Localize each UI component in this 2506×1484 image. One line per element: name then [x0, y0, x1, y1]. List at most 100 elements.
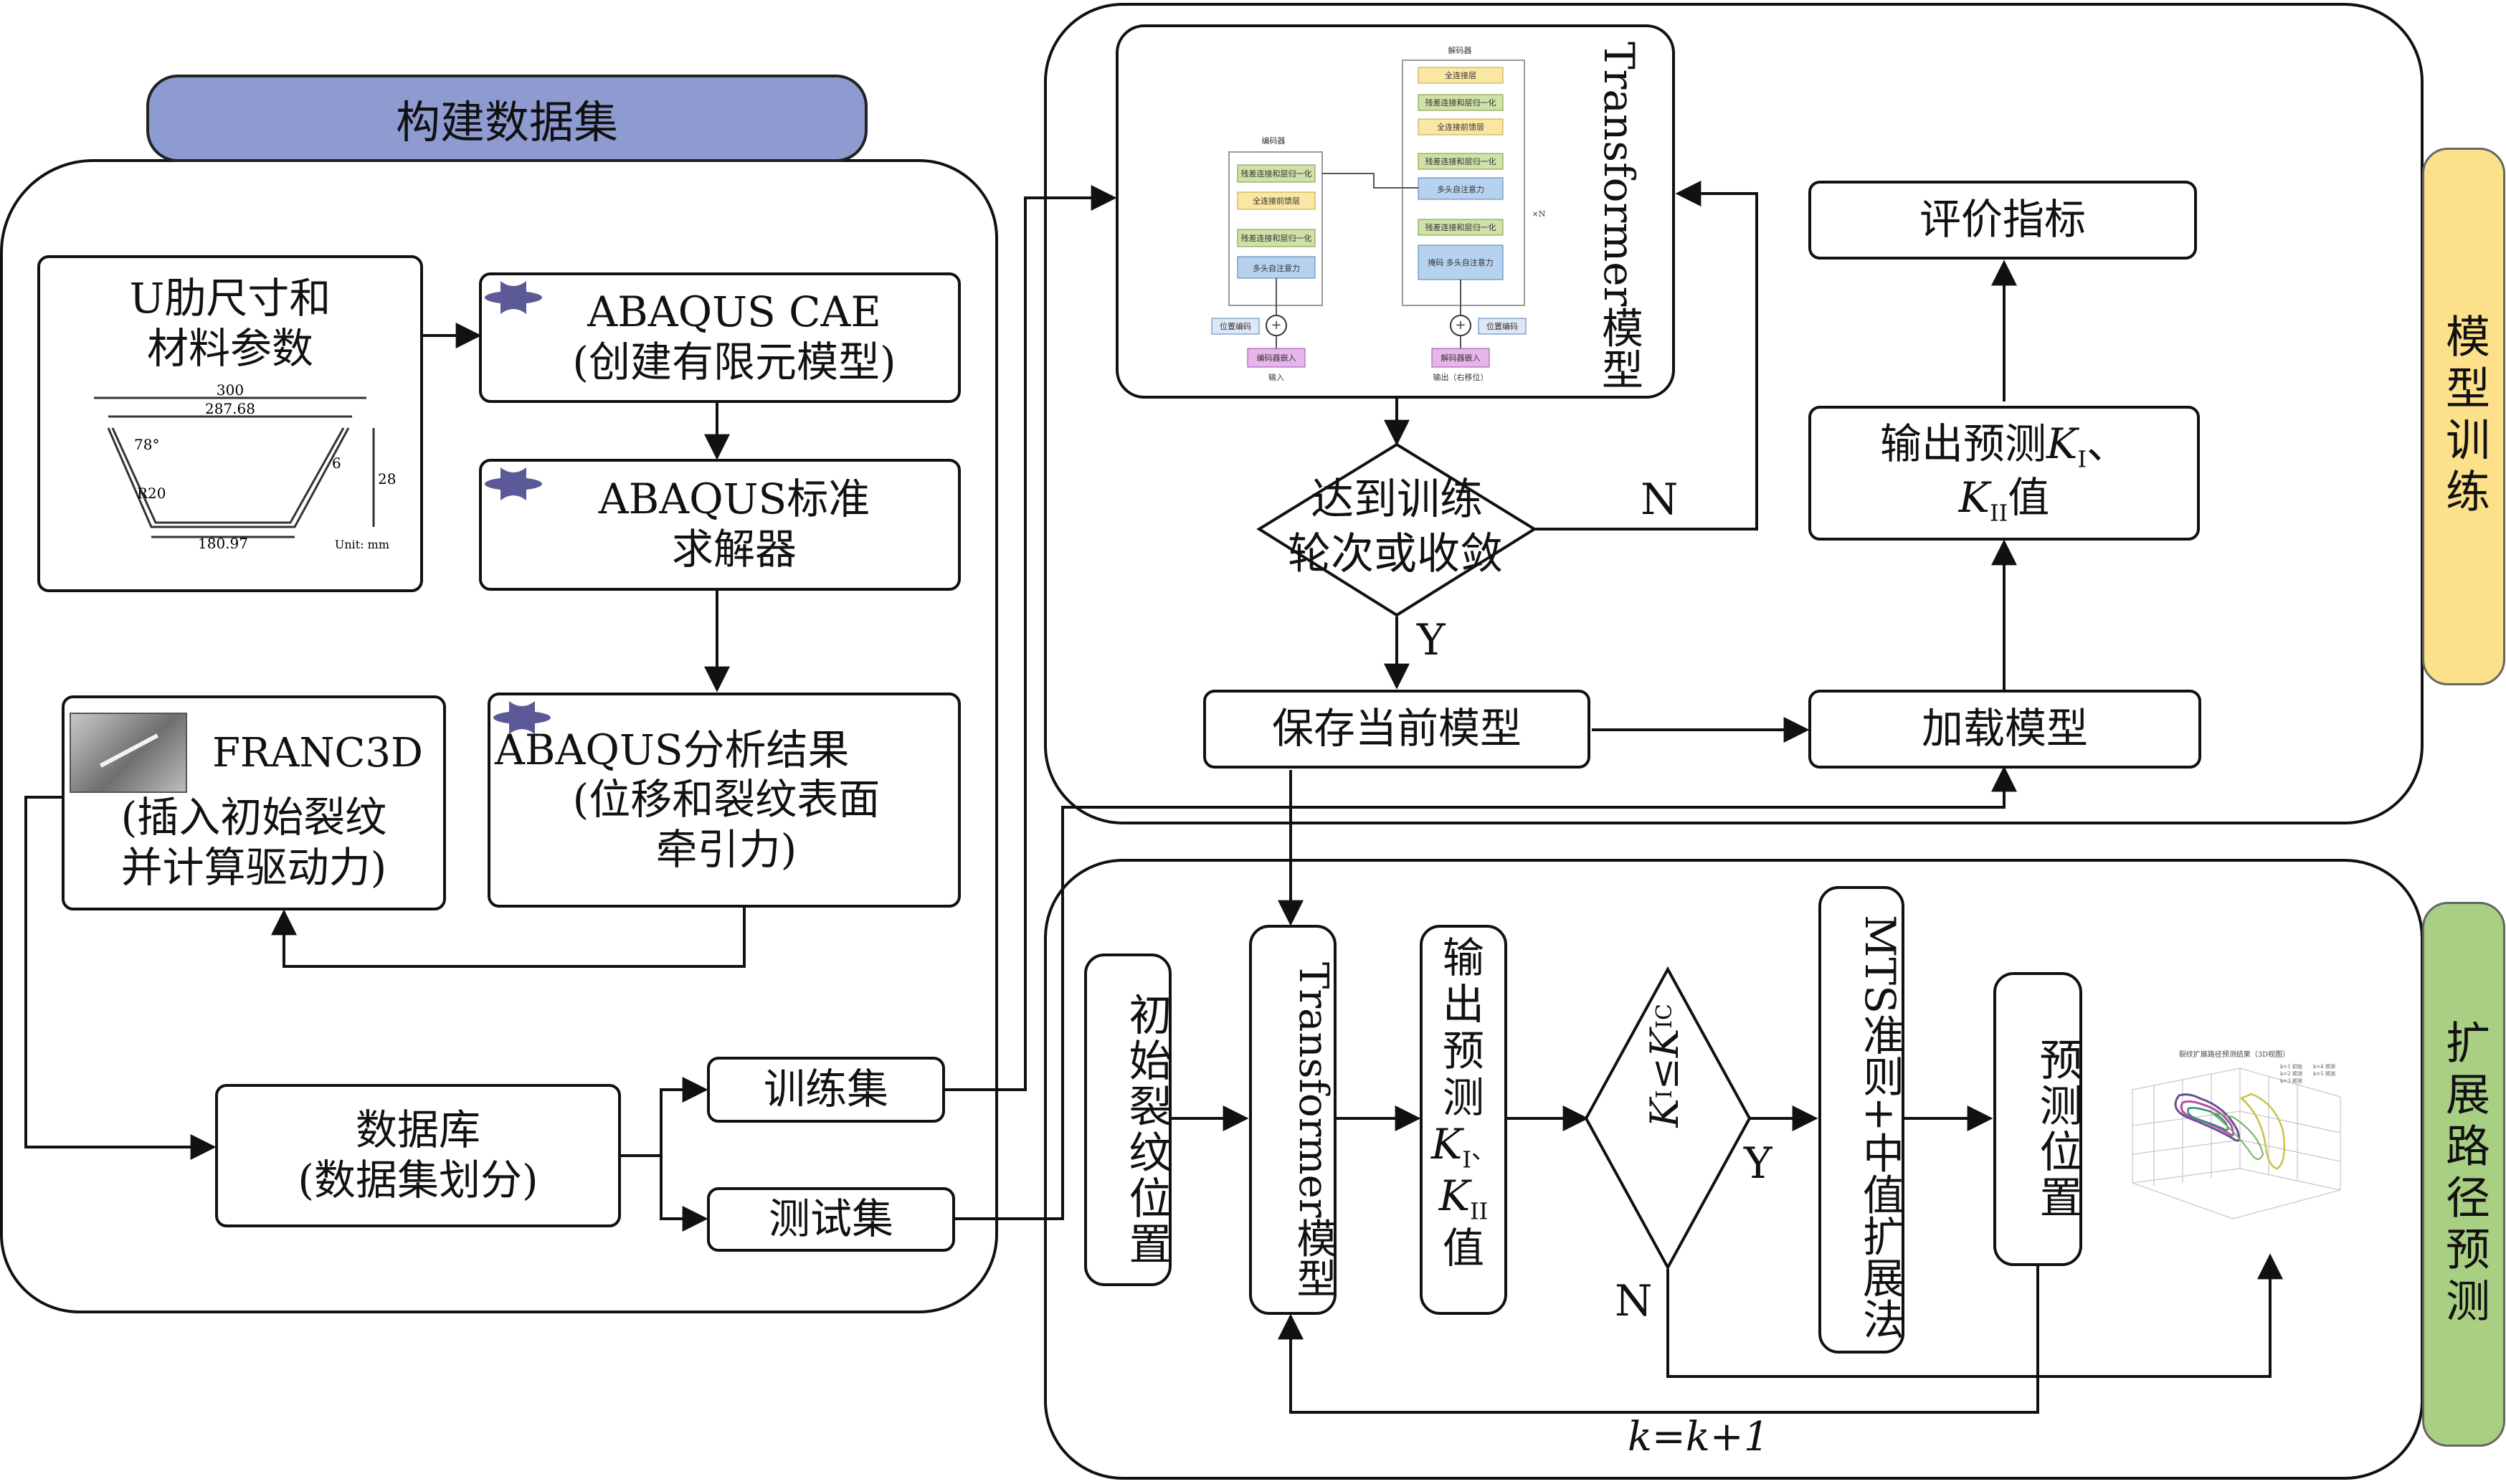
iteration-label: k=k+1 [1628, 1414, 1770, 1460]
franc3d-title: FRANC3D [212, 729, 423, 776]
dec-block-1: 全连接层 [1445, 70, 1476, 80]
output-k-box: 输 出 预 测 KI、 KII 值 [1420, 925, 1507, 1315]
decision-diamond [1256, 442, 1537, 617]
abaqus-cae-title: ABAQUS CAE [587, 287, 881, 337]
abaqus-icon [493, 701, 551, 734]
condition-no-label: N [1615, 1276, 1653, 1326]
build-dataset-label: 构建数据集 [146, 75, 868, 162]
model-training-tab: 模型训练 [2422, 148, 2505, 685]
legend-4: k=4 预测 [2313, 1063, 2335, 1070]
abaqus-icon [485, 467, 542, 500]
franc3d-line2: (插入初始裂纹 [120, 793, 387, 842]
arrow-decision-no [1534, 181, 1758, 531]
dec-block-5: 多头自注意力 [1437, 184, 1484, 194]
transformer-arch-box: 编码器 残差连接和层归一化 全连接前馈层 残差连接和层归一化 多头自注意力 + … [1116, 24, 1675, 399]
arrow-test-load [955, 766, 2017, 1220]
condition-diamond [1584, 966, 1752, 1271]
enc-block-4: 多头自注意力 [1253, 263, 1300, 273]
output-k-char-4: 测 [1442, 1072, 1484, 1122]
legend-3: k=3 预测 [2280, 1078, 2302, 1084]
condition-yes-label: Y [1744, 1138, 1772, 1189]
abaqus-cae-box: ABAQUS CAE (创建有限元模型) [479, 272, 961, 403]
abaqus-std-title: ABAQUS标准 [598, 475, 870, 524]
svg-text:+: + [1271, 318, 1281, 333]
legend-1: k=1 初始 [2280, 1063, 2302, 1070]
dec-block-6: 残差连接和层归一化 [1425, 222, 1496, 232]
output-k1-sub: I [1462, 1146, 1471, 1174]
enc-block-1: 残差连接和层归一化 [1241, 168, 1312, 179]
dim-top: 300 [217, 384, 244, 399]
dec-block-7: 掩码 多头自注意力 [1428, 257, 1494, 267]
enc-block-3: 残差连接和层归一化 [1241, 233, 1312, 243]
dim-slant: R20 [137, 485, 166, 502]
arrow-db-train [621, 1077, 708, 1157]
crack-image [70, 713, 187, 794]
metrics-box: 评价指标 [1808, 181, 2197, 260]
decision-no-label: N [1641, 475, 1679, 525]
abaqus-std-subtitle: 求解器 [671, 525, 797, 574]
dec-pos-enc: 位置编码 [1486, 321, 1518, 331]
database-title: 数据库 [355, 1105, 480, 1155]
enc-block-2: 全连接前馈层 [1253, 196, 1300, 206]
franc3d-box: FRANC3D (插入初始裂纹 并计算驱动力) [62, 695, 446, 910]
enc-input: 输入 [1268, 372, 1284, 381]
path-prediction-tab: 扩展路径预测 [2422, 902, 2505, 1447]
nx-label: ×N [1532, 209, 1546, 219]
abaqus-result-line3: 牵引力) [655, 824, 797, 874]
dec-block-3: 全连接前馈层 [1437, 122, 1484, 132]
initial-crack-box: 初始裂纹位置 [1084, 953, 1172, 1286]
plot-title: 裂纹扩展路径预测结果（3D视图） [2179, 1050, 2289, 1059]
arrow-result-franc [271, 907, 746, 968]
abaqus-std-box: ABAQUS标准 求解器 [479, 459, 961, 591]
decision-text-2: 轮次或收敛 [1288, 529, 1503, 579]
abaqus-cae-subtitle: (创建有限元模型) [572, 338, 896, 386]
dim-left: 6 [332, 455, 341, 472]
abaqus-icon [485, 281, 542, 314]
dec-block-2: 残差连接和层归一化 [1425, 97, 1496, 108]
output-k-char-2: 出 [1442, 979, 1484, 1029]
dim-bottom: 180.97 [198, 535, 248, 548]
enc-pos-enc: 位置编码 [1220, 321, 1251, 331]
arrow-db-test [660, 1156, 708, 1232]
transformer-architecture-diagram: 编码器 残差连接和层归一化 全连接前馈层 残差连接和层归一化 多头自注意力 + … [1211, 45, 1546, 381]
decision-text-1: 达到训练 [1311, 475, 1483, 525]
output-prediction-box: 输出预测KI、 KII值 [1808, 406, 2200, 541]
dim-angle: 78° [134, 436, 159, 453]
franc3d-line3: 并计算驱动力) [120, 843, 387, 892]
train-set-box: 训练集 [707, 1057, 945, 1123]
arrow-train-transformer [945, 185, 1117, 1091]
output-suffix: 值 [2008, 473, 2050, 522]
decoder-label: 解码器 [1448, 45, 1472, 55]
mts-box: MTS准则+中值扩展法 [1818, 886, 1904, 1354]
database-box: 数据库 (数据集划分) [215, 1084, 621, 1227]
arrow-loop-back [1278, 1263, 2039, 1414]
output-k-value: 值 [1442, 1223, 1484, 1273]
test-set-box: 测试集 [707, 1187, 955, 1252]
dim-height: 280 [378, 470, 395, 487]
output-k-char-3: 预 [1442, 1026, 1484, 1075]
output-sep: 、 [2086, 419, 2128, 469]
condition-text: KI≤KIC [1642, 1004, 1687, 1128]
output-prefix: 输出预测 [1879, 419, 2046, 469]
transformer-title: Transformer模型 [1595, 42, 1643, 390]
prediction-3d-plot: 裂纹扩展路径预测结果（3D视图） k=1 初始 k=2 预测 k=3 预测 k=… [2132, 1050, 2341, 1219]
output-k1-sub: I [2077, 445, 2087, 473]
save-model-box: 保存当前模型 [1203, 690, 1590, 769]
dim-unit: Unit: mm [335, 538, 389, 548]
dec-output: 输出（右移位） [1433, 372, 1489, 381]
output-k2-symbol: K [1958, 473, 1990, 522]
encoder-label: 编码器 [1262, 135, 1286, 146]
dim-inner: 287.68 [205, 400, 255, 417]
dec-embed: 解码器嵌入 [1441, 353, 1481, 363]
predicted-position-box: 预测位置 [1993, 972, 2082, 1266]
u-rib-drawing: 300 287.68 78° 6 280 R20 180.97 Unit: mm [94, 384, 395, 548]
abaqus-result-line2: (位移和裂纹表面 [572, 775, 881, 824]
u-rib-title-2: 材料参数 [146, 323, 313, 373]
database-subtitle: (数据集划分) [298, 1156, 538, 1204]
load-model-box: 加载模型 [1808, 690, 2201, 769]
output-k1-symbol: K [2046, 419, 2078, 469]
legend-5: k=5 预测 [2313, 1070, 2335, 1077]
enc-embed: 编码器嵌入 [1257, 353, 1296, 363]
output-k-char-1: 输 [1442, 933, 1484, 982]
